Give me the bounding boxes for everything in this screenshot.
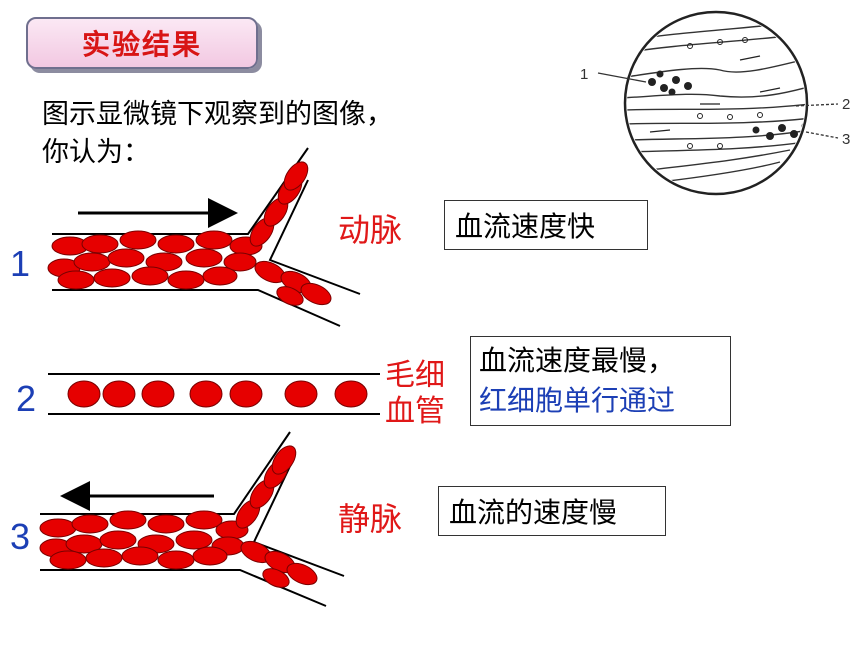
vein-red-cells bbox=[39, 445, 318, 588]
vein-description: 血流的速度慢 bbox=[438, 486, 666, 536]
artery-label: 动脉 bbox=[338, 211, 403, 249]
intro-line-1: 图示显微镜下观察到的图像， bbox=[42, 99, 393, 130]
intro-line-2: 你认为： bbox=[42, 137, 150, 168]
pointer-line-3 bbox=[805, 131, 839, 139]
microscope-label-3: 3 bbox=[842, 131, 850, 148]
artery-vessel bbox=[47, 147, 361, 327]
pointer-line-2 bbox=[795, 103, 839, 107]
pointer-line-1 bbox=[597, 72, 647, 83]
capillary-description-line2: 红细胞单行通过 bbox=[479, 384, 676, 417]
vessel-number-3: 3 bbox=[10, 516, 31, 557]
capillary-vessel bbox=[48, 373, 380, 415]
capillary-label-line2: 血管 bbox=[385, 394, 445, 429]
microscope-cells bbox=[648, 37, 805, 149]
title-badge: 实验结果 bbox=[26, 17, 258, 69]
capillary-description: 血流速度最慢， 红细胞单行通过 bbox=[470, 336, 731, 426]
capillary-description-line1: 血流速度最慢， bbox=[479, 344, 676, 377]
vessel-number-1: 1 bbox=[10, 243, 31, 284]
capillary-label-line1: 毛细 bbox=[385, 358, 445, 393]
capillary-red-cells bbox=[67, 380, 368, 408]
microscope-label-1: 1 bbox=[580, 66, 588, 83]
microscope-label-2: 2 bbox=[842, 96, 850, 113]
vein-label: 静脉 bbox=[338, 500, 403, 538]
artery-red-cells bbox=[47, 161, 332, 306]
vessel-number-2: 2 bbox=[16, 378, 37, 419]
artery-description: 血流速度快 bbox=[444, 200, 648, 250]
title-text: 实验结果 bbox=[81, 28, 202, 61]
microscope-circle bbox=[623, 10, 809, 196]
microscope-view: 1 2 3 bbox=[580, 10, 850, 196]
vein-vessel bbox=[39, 431, 345, 607]
capillary-label: 毛细 血管 bbox=[385, 358, 445, 430]
